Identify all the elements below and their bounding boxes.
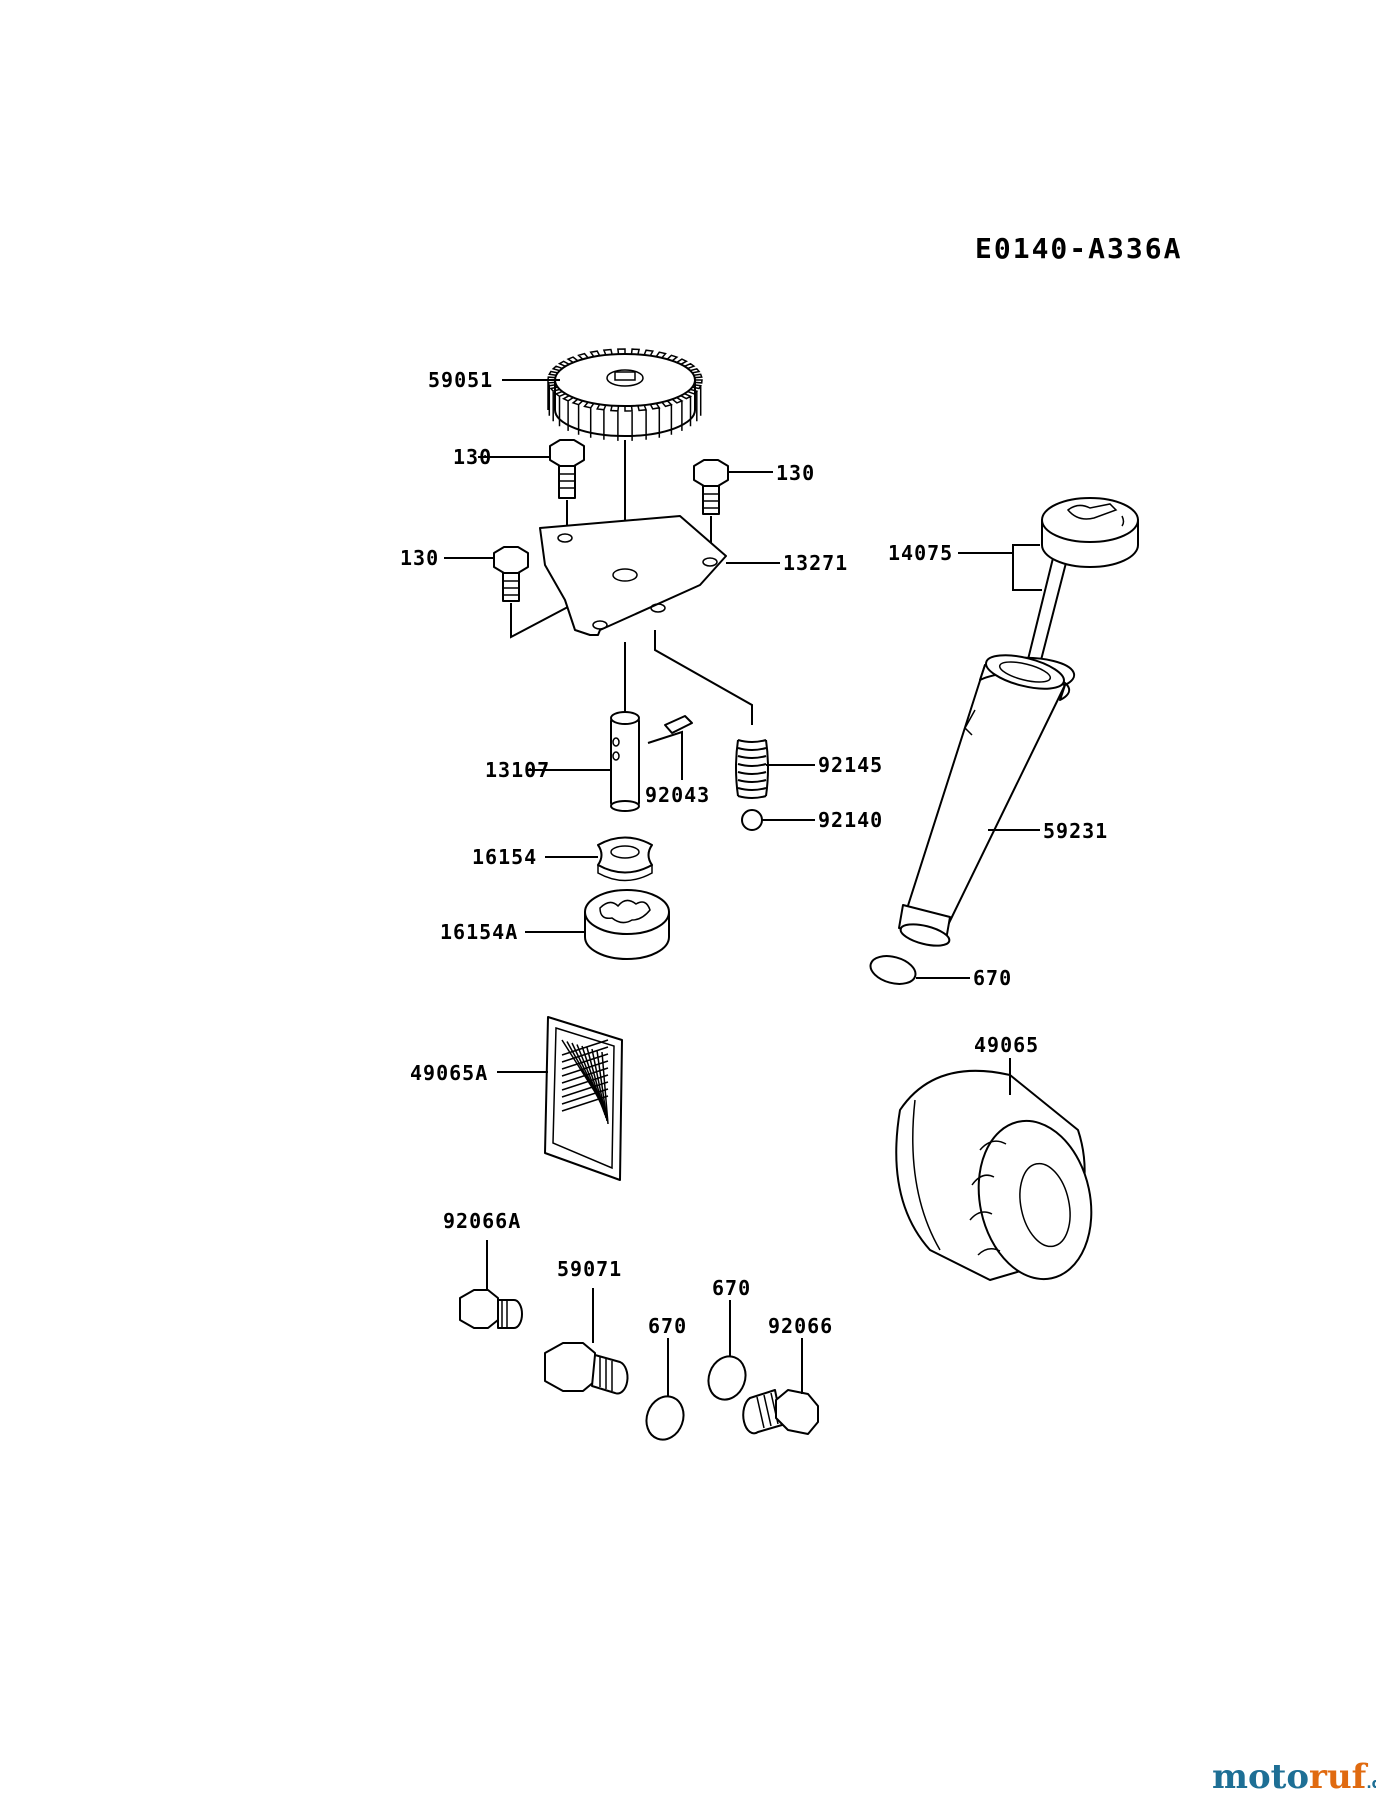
callout-oring-a: 670 — [648, 1314, 687, 1338]
outer-rotor-drawing — [584, 889, 670, 960]
bolt-b-drawing — [693, 459, 729, 515]
leader-plate-spring — [654, 630, 753, 725]
watermark-logo: motoruf.de — [1212, 1757, 1376, 1797]
plug-a-drawing — [459, 1289, 523, 1329]
callout-tube: 59231 — [1043, 819, 1108, 843]
watermark-part2: ruf — [1309, 1757, 1369, 1797]
callout-spring: 92145 — [818, 753, 883, 777]
callout-fitting: 59071 — [557, 1257, 622, 1281]
callout-inner-rotor: 16154 — [472, 845, 537, 869]
plug-b-drawing — [742, 1389, 819, 1435]
callout-pin: 92043 — [645, 783, 710, 807]
oring-a-drawing — [645, 1395, 685, 1441]
callout-plug-a: 92066A — [443, 1209, 521, 1233]
bolt-a-drawing — [549, 439, 585, 499]
watermark-suffix: .de — [1366, 1776, 1376, 1792]
callout-screen: 49065A — [410, 1061, 488, 1085]
callout-shaft: 13107 — [485, 758, 550, 782]
callout-plug-b: 92066 — [768, 1314, 833, 1338]
screen-drawing — [544, 1016, 623, 1181]
callout-ball: 92140 — [818, 808, 883, 832]
callout-dipstick: 14075 — [888, 541, 953, 565]
callout-plate: 13271 — [783, 551, 848, 575]
callout-bolt-a: 130 — [453, 445, 492, 469]
callout-outer-rotor: 16154A — [440, 920, 518, 944]
bolt-c-drawing — [493, 546, 529, 602]
svg-text:motoruf.de: motoruf.de — [1212, 1757, 1376, 1797]
ball-drawing — [741, 809, 763, 831]
callout-oring-tube: 670 — [973, 966, 1012, 990]
oring-tube-drawing — [869, 955, 917, 985]
shaft-drawing — [610, 711, 640, 812]
leader-dipstick — [958, 544, 1042, 591]
spring-drawing — [735, 739, 769, 799]
pin-drawing — [664, 715, 693, 734]
gear-drawing — [547, 348, 703, 441]
inner-rotor-drawing — [597, 836, 653, 882]
callout-oil-filter: 49065 — [974, 1033, 1039, 1057]
gear-teeth-shape — [547, 348, 703, 441]
fitting-drawing — [544, 1342, 629, 1395]
oil-filter-drawing — [895, 1069, 1093, 1281]
diagram-code: E0140-A336A — [975, 232, 1182, 265]
callout-bolt-b: 130 — [776, 461, 815, 485]
callout-bolt-c: 130 — [400, 546, 439, 570]
screen-mesh-shape — [561, 1039, 609, 1125]
callout-oring-b: 670 — [712, 1276, 751, 1300]
dipstick-drawing — [1017, 497, 1139, 704]
plate-drawing — [539, 515, 727, 636]
watermark-part1: moto — [1212, 1757, 1309, 1797]
tube-drawing — [898, 654, 1076, 947]
leader-pin — [647, 730, 683, 780]
oring-b-drawing — [707, 1355, 747, 1401]
callout-gear: 59051 — [428, 368, 493, 392]
